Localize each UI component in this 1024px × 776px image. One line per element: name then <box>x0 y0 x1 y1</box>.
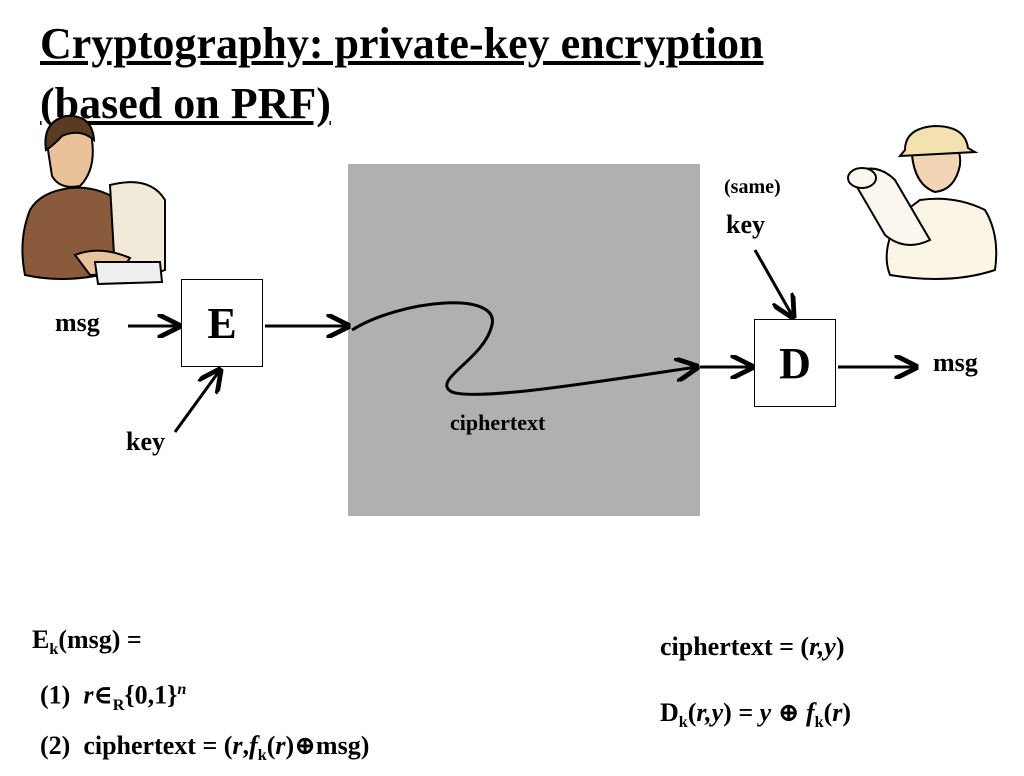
encrypt-box-label: E <box>207 298 237 348</box>
key-to-d-arrow <box>753 249 793 317</box>
encrypt-box: E <box>181 279 263 367</box>
title-line-2: (based on PRF) <box>40 79 331 128</box>
enc-step-2: (2) ciphertext = (r,fk(r)⊕msg) <box>40 731 370 765</box>
encryption-definition: Ek(msg) = (1) r∈R{0,1}n (2) ciphertext =… <box>32 620 369 776</box>
decryption-definition: Dk(r,y) = y ⊕ fk(r) <box>660 698 852 732</box>
decrypt-box: D <box>754 319 836 407</box>
title-line-1: Cryptography: private-key encryption <box>40 19 764 68</box>
enc-step-1: (1) r∈R{0,1}n <box>40 680 187 715</box>
same-label: (same) <box>724 176 781 198</box>
sender-clipart <box>21 114 166 286</box>
decrypt-box-label: D <box>779 338 811 388</box>
ciphertext-channel-curve <box>351 301 697 396</box>
key-left-label: key <box>126 427 165 456</box>
key-to-e-arrow <box>173 370 220 433</box>
ciphertext-label: ciphertext <box>450 410 546 435</box>
key-right-label: key <box>726 210 765 239</box>
receiver-clipart <box>847 124 998 280</box>
ciphertext-definition: ciphertext = (r,y) <box>660 632 845 661</box>
msg-output-label: msg <box>933 348 978 377</box>
msg-input-label: msg <box>55 308 100 337</box>
enc-heading: Ek(msg) = <box>32 625 142 659</box>
slide-title: Cryptography: private-key encryption (ba… <box>40 14 1000 134</box>
adversary-region <box>348 164 700 516</box>
